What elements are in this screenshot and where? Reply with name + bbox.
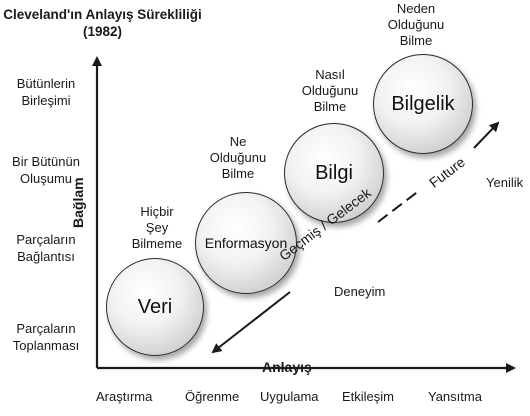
x-level-label: Araştırma: [96, 389, 153, 404]
x-level-label: Uygulama: [260, 389, 319, 404]
timeline-arrow-middle: [377, 189, 421, 223]
x-level-label: Etkileşim: [342, 389, 395, 404]
timeline-arrow-lower: [211, 291, 291, 354]
stage-circle-data: Veri: [106, 258, 204, 356]
stage-circle-wisdom: Bilgelik: [373, 54, 473, 154]
stage-circle-information: Enformasyon: [195, 192, 297, 294]
y-level-label: Parçaların Toplanması: [12, 321, 80, 353]
y-level-label: Bir Bütünün Oluşumu: [12, 154, 80, 186]
y-axis-title: Bağlam: [70, 177, 86, 228]
y-level-label: Parçaların Bağlantısı: [16, 232, 76, 264]
experience-label: Deneyim: [334, 284, 386, 299]
diagram-title: Cleveland'ın Anlayış Sürekliliği (1982): [3, 7, 202, 39]
stage-caption-data: Hiçbir Şey Bilmeme: [131, 204, 183, 251]
x-axis-title: Anlayış: [262, 359, 312, 375]
stage-caption-wisdom: Neden Olduğunu Bilme: [387, 1, 445, 48]
stage-caption-knowledge: Nasıl Olduğunu Bilme: [301, 67, 359, 114]
timeline-arrow-upper: [473, 121, 500, 149]
x-level-label: Öğrenme: [185, 389, 240, 404]
stage-circle-knowledge: Bilgi: [284, 123, 384, 223]
novelty-label: Yenilik: [486, 175, 524, 190]
stage-caption-information: Ne Olduğunu Bilme: [209, 134, 267, 181]
y-level-label: Bütünlerin Birleşimi: [16, 76, 76, 108]
x-level-label: Yansıtma: [428, 389, 482, 404]
